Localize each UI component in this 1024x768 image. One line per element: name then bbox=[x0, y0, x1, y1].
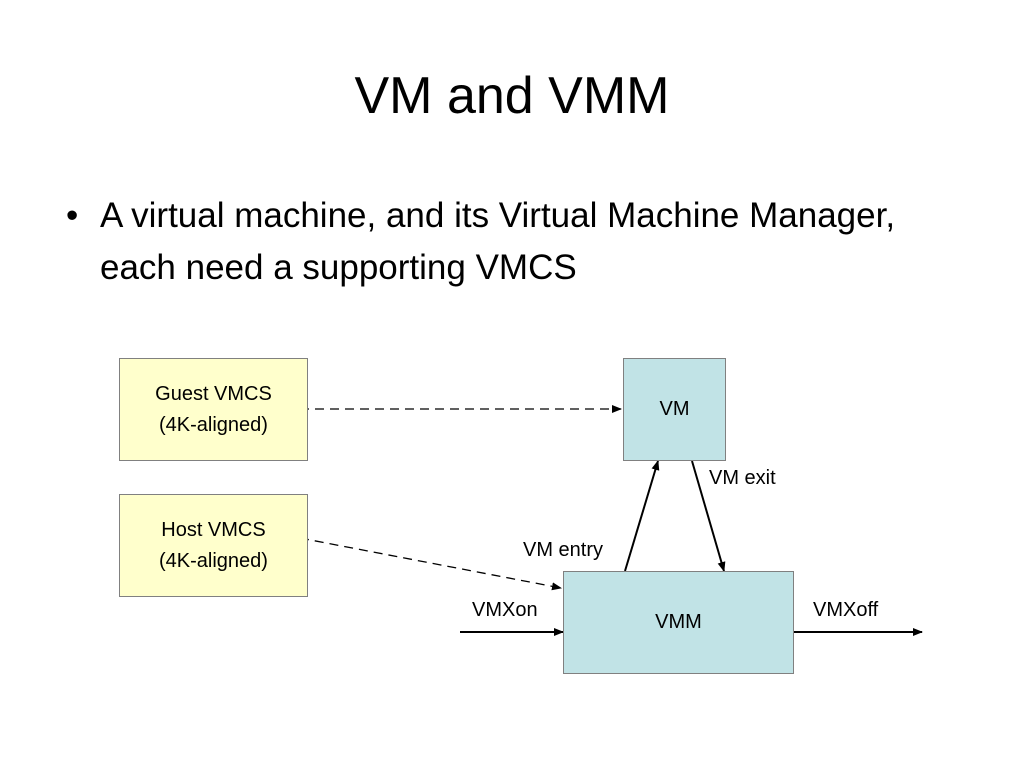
host-vmcs-alignment: (4K-aligned) bbox=[159, 549, 268, 572]
guest-vmcs-title: Guest VMCS bbox=[155, 382, 272, 405]
guest-vmcs-alignment: (4K-aligned) bbox=[159, 413, 268, 436]
bullet-icon: • bbox=[66, 196, 79, 235]
host-vmcs-title: Host VMCS bbox=[161, 518, 266, 541]
host-vmcs-to-vmm-connector bbox=[299, 537, 562, 591]
guest-vmcs-box: Guest VMCS (4K-aligned) bbox=[119, 358, 308, 461]
vm-exit-label: VM exit bbox=[709, 467, 776, 489]
vm-entry-arrow bbox=[624, 460, 660, 572]
host-vmcs-box: Host VMCS (4K-aligned) bbox=[119, 494, 308, 597]
vm-entry-label: VM entry bbox=[523, 539, 604, 561]
vm-box-label: VM bbox=[659, 398, 690, 420]
vmm-box: VMM bbox=[563, 571, 794, 674]
bullet-text: A virtual machine, and its Virtual Machi… bbox=[100, 196, 896, 287]
vmxoff-label: VMXoff bbox=[813, 599, 879, 621]
vm-exit-arrow bbox=[691, 460, 726, 572]
vmxon-label: VMXon bbox=[472, 599, 538, 621]
slide-title: VM and VMM bbox=[354, 67, 670, 125]
vm-box: VM bbox=[623, 358, 726, 461]
vmm-box-label: VMM bbox=[655, 611, 702, 633]
